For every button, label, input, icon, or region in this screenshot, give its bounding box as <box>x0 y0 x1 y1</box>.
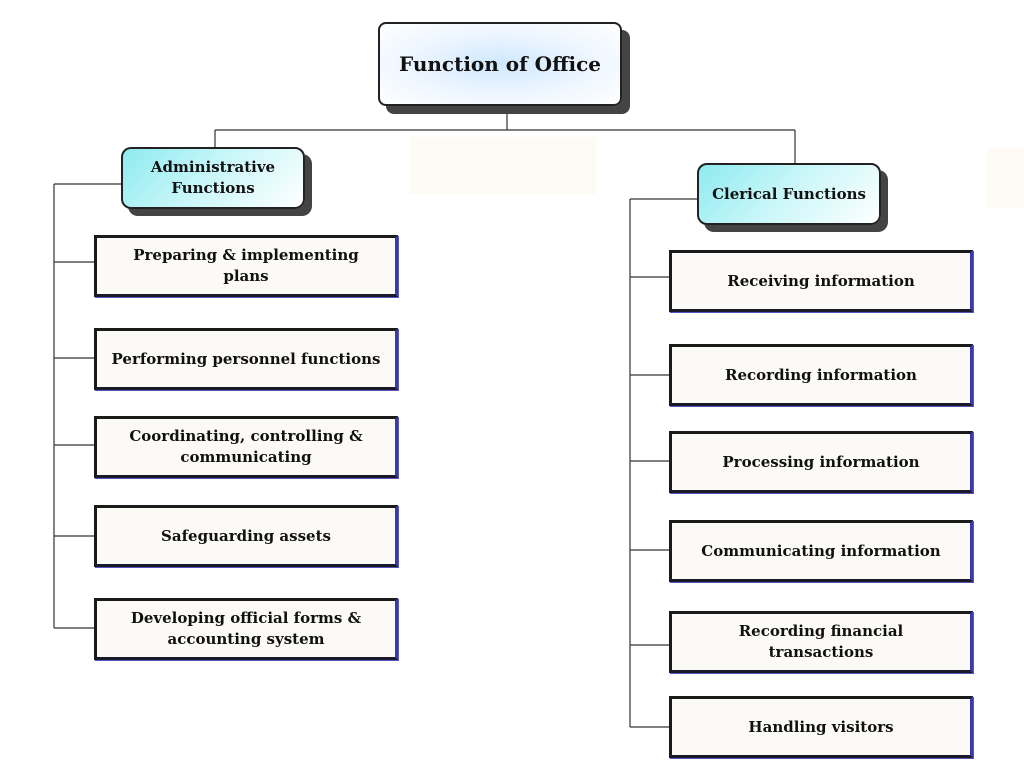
category-administrative: Administrative Functions <box>121 147 305 209</box>
function-label: Handling visitors <box>748 717 894 736</box>
function-label: Performing personnel functions <box>111 349 381 368</box>
clerical-function-box: Processing information <box>669 431 973 493</box>
root-node: Function of Office <box>378 22 622 106</box>
admin-function-box: Safeguarding assets <box>94 505 398 567</box>
admin-function-box: Performing personnel functions <box>94 328 398 390</box>
admin-function-box: Developing official forms & accounting s… <box>94 598 398 660</box>
root-title: Function of Office <box>398 52 602 76</box>
function-label: Safeguarding assets <box>161 526 331 545</box>
clerical-function-box: Recording information <box>669 344 973 406</box>
admin-function-box: Coordinating, controlling & communicatin… <box>94 416 398 478</box>
function-label: Receiving information <box>727 271 915 290</box>
admin-function-box: Preparing & implementing plans <box>94 235 398 297</box>
category-title: Administrative Functions <box>150 158 276 197</box>
function-label: Recording information <box>725 365 917 384</box>
faint-background-box <box>410 137 596 194</box>
clerical-function-box: Receiving information <box>669 250 973 312</box>
clerical-function-box: Handling visitors <box>669 696 973 758</box>
clerical-function-box: Communicating information <box>669 520 973 582</box>
function-label: Processing information <box>722 452 920 471</box>
category-clerical: Clerical Functions <box>697 163 881 225</box>
function-label: Preparing & implementing plans <box>133 246 359 285</box>
function-label: Recording financial transactions <box>738 622 904 661</box>
clerical-function-box: Recording financial transactions <box>669 611 973 673</box>
function-label: Communicating information <box>701 541 941 560</box>
faint-background-box <box>986 148 1024 208</box>
function-label: Developing official forms & accounting s… <box>130 609 362 648</box>
category-title: Clerical Functions <box>712 184 866 203</box>
function-label: Coordinating, controlling & communicatin… <box>129 427 363 466</box>
